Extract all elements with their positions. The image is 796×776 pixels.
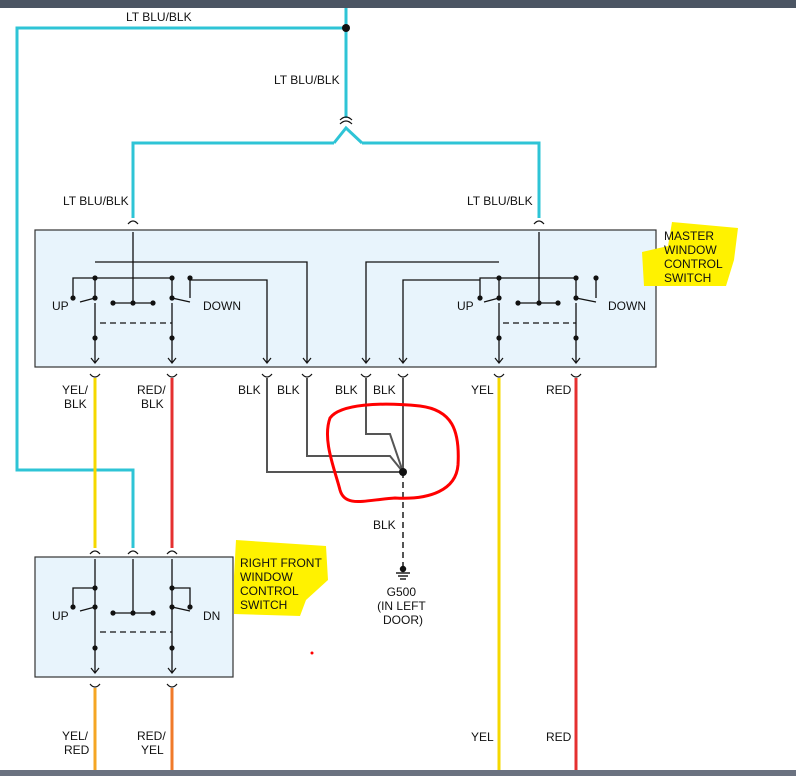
rf-internal <box>72 559 191 672</box>
label-wire-red-yel: RED/ YEL <box>137 729 169 757</box>
label-blk-2: BLK <box>277 383 300 397</box>
lt-blu-wires <box>15 8 541 548</box>
label-blk-4: BLK <box>373 383 396 397</box>
label-top-wire: LT BLU/BLK <box>126 10 192 24</box>
label-yel-bottom: YEL <box>471 730 494 744</box>
label-wire-yel-red: YEL/ RED <box>62 729 91 757</box>
ground-splice-dot <box>399 468 407 476</box>
wire-top-branch <box>15 26 346 548</box>
wire-right-feed <box>362 141 541 218</box>
label-left-feed: LT BLU/BLK <box>63 194 129 208</box>
wire-left-feed <box>131 141 334 218</box>
rf-dots <box>70 585 193 651</box>
label-rf-dn: DN <box>203 609 220 623</box>
red-annotation-circle <box>325 402 460 503</box>
rf-top-connectors <box>89 550 178 555</box>
master-bottom-arrows <box>89 357 582 378</box>
ground-symbol <box>396 565 410 580</box>
master-title-highlight <box>642 222 738 286</box>
label-down-left: DOWN <box>203 299 241 313</box>
master-switch-box <box>34 229 657 368</box>
label-wire-yel-blk: YEL/ BLK <box>62 383 91 411</box>
label-rf-up: UP <box>52 609 69 623</box>
label-yel: YEL <box>471 383 494 397</box>
label-red: RED <box>546 383 572 397</box>
label-mid-wire: LT BLU/BLK <box>274 73 340 87</box>
label-blk-1: BLK <box>238 383 261 397</box>
master-internal-right <box>365 232 597 362</box>
master-top-connectors <box>127 220 545 225</box>
label-right-feed: LT BLU/BLK <box>467 194 533 208</box>
label-red-bottom: RED <box>546 730 572 744</box>
window-bottom-bar <box>0 770 796 776</box>
label-up-right: UP <box>457 299 474 313</box>
rf-title-highlight <box>234 540 328 616</box>
label-wire-red-blk: RED/ BLK <box>137 383 169 411</box>
ground-label: G500 (IN LEFT DOOR) <box>377 585 429 627</box>
right-front-switch-box <box>34 556 234 678</box>
wire-splice-v <box>332 125 364 145</box>
master-title: MASTER WINDOW CONTROL SWITCH <box>664 229 726 285</box>
rf-bottom-arrows <box>89 667 178 688</box>
label-blk-ground: BLK <box>373 518 396 532</box>
red-dot <box>310 651 314 655</box>
label-blk-3: BLK <box>335 383 358 397</box>
label-up-left: UP <box>52 299 69 313</box>
rf-title: RIGHT FRONT WINDOW CONTROL SWITCH <box>240 556 325 612</box>
window-top-bar <box>0 0 796 8</box>
splice-dot-top <box>342 24 350 32</box>
label-down-right: DOWN <box>608 299 646 313</box>
master-switch-dots <box>70 275 599 341</box>
splice-connector <box>339 116 353 125</box>
